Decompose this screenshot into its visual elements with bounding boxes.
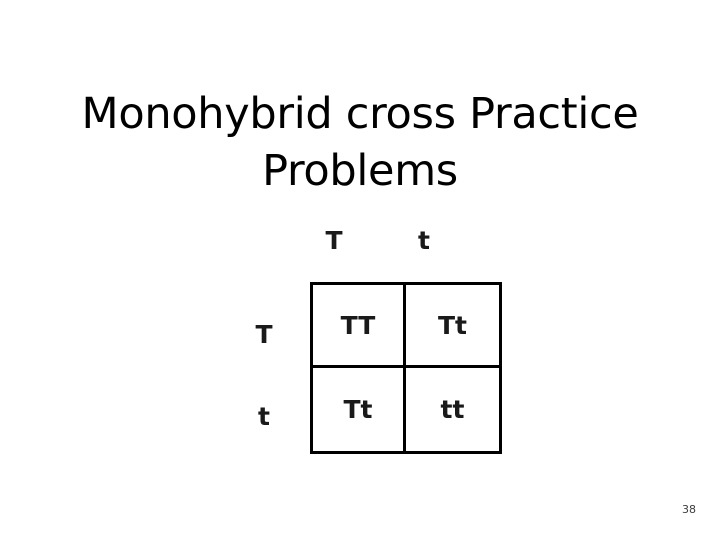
punnett-row-header-1: t <box>258 402 270 431</box>
page-number: 38 <box>682 503 696 516</box>
punnett-row-header-0: T <box>255 320 273 349</box>
punnett-cell-1-1: tt <box>440 395 465 424</box>
punnett-cell-1-0: Tt <box>313 368 406 451</box>
page-title: Monohybrid cross Practice Problems <box>81 89 639 197</box>
punnett-column-header-0: T <box>325 226 343 255</box>
punnett-cell-0-0: TT <box>313 285 406 368</box>
punnett-cell-0-1: Tt <box>406 285 499 368</box>
punnett-column-header-1: t <box>418 226 430 255</box>
punnett-grid: TT Tt Tt tt <box>310 282 502 454</box>
punnett-square-diagram: T t T t TT Tt Tt tt <box>236 226 526 471</box>
